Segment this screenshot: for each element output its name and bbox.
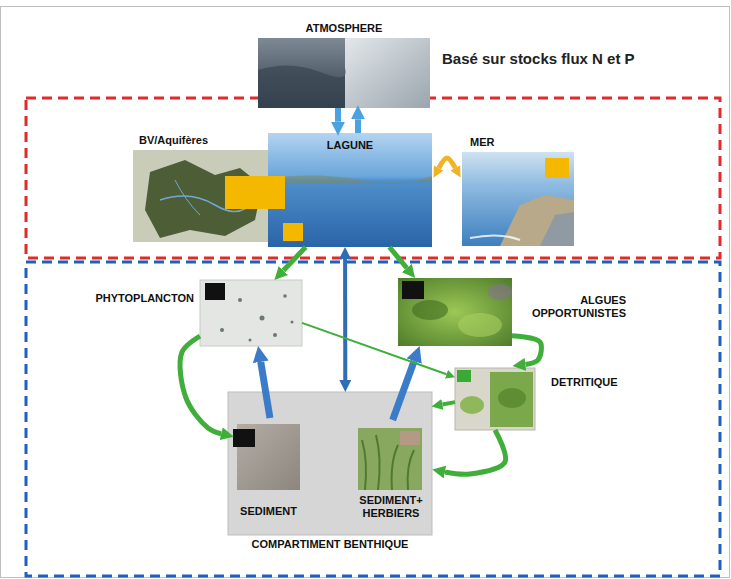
node-label: BV/Aquifères: [137, 134, 210, 147]
seagrass-box: SEDIMENT+ HERBIERS: [350, 420, 432, 522]
flux-arrow: [180, 336, 221, 434]
black-marker: [402, 281, 424, 299]
node-label: LAGUNE: [327, 139, 373, 152]
benthic-box: SEDIMENTSEDIMENT+ HERBIERSCOMPARTIMENT B…: [228, 392, 432, 535]
phytoplankton-box: PHYTOPLANCTON: [200, 280, 302, 346]
detritique-picture: [455, 368, 535, 430]
flux-arrow: [389, 247, 406, 268]
atmosphere-picture: [258, 38, 430, 108]
lagune-picture: [268, 133, 432, 247]
flux-arrow: [302, 323, 447, 374]
yellow-marker: [545, 158, 569, 178]
yellow-marker: [225, 176, 285, 209]
flux-arrow: [335, 108, 341, 122]
flux-arrow: [343, 259, 347, 380]
benthic-compartment-box: [228, 392, 432, 535]
yellow-marker: [283, 223, 303, 241]
sediment-box: SEDIMENT: [232, 418, 305, 520]
sea-box: MER: [462, 152, 574, 246]
node-label: DETRITIQUE: [549, 376, 620, 389]
diagram-title: Basé sur stocks flux N et P: [440, 50, 637, 67]
flux-arrow: [439, 158, 456, 168]
flux-arrow: [355, 119, 361, 133]
red-dashed-region: [26, 98, 720, 258]
blue-dashed-region: [26, 262, 720, 576]
node-label: ATMOSPHERE: [304, 22, 385, 35]
mer-picture: [462, 152, 574, 246]
flux-arrow: [445, 430, 506, 474]
black-marker: [205, 283, 225, 300]
herbiers-picture: [358, 428, 422, 490]
node-label: ALGUES OPPORTUNISTES: [514, 294, 628, 320]
algae-box: ALGUES OPPORTUNISTES: [398, 278, 512, 346]
brown-marker: [400, 431, 420, 445]
green-marker: [457, 370, 471, 382]
node-label: PHYTOPLANCTON: [93, 292, 196, 305]
flux-arrow: [512, 336, 541, 365]
atmosphere-box: ATMOSPHERE: [258, 38, 430, 108]
flux-arrow: [283, 247, 305, 271]
detritus-box: DETRITIQUE: [455, 368, 535, 430]
algues-picture: [398, 278, 512, 346]
flux-arrow: [393, 361, 415, 420]
node-label: SEDIMENT: [240, 505, 297, 518]
frame: [1, 7, 730, 578]
flux-arrow: [261, 362, 270, 418]
lagoon-box: LAGUNE: [268, 133, 432, 247]
node-label: COMPARTIMENT BENTHIQUE: [250, 538, 411, 551]
watershed-box: BV/Aquifères: [133, 150, 268, 242]
node-label: SEDIMENT+ HERBIERS: [353, 494, 429, 520]
node-label: MER: [468, 136, 496, 149]
black-marker: [233, 429, 255, 447]
phytoplancton-picture: [200, 280, 302, 346]
flux-arrow: [442, 402, 455, 404]
